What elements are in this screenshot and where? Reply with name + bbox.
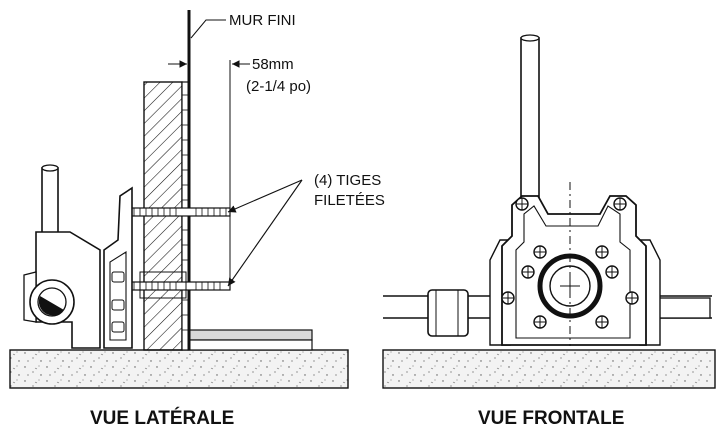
label-finished-wall: MUR FINI [229,12,296,29]
floor-slab [9,349,349,389]
floor-finish [187,329,313,341]
caption-front-view: VUE FRONTALE [478,408,624,429]
valve-body-side [23,164,133,349]
label-dimension-mm: 58mm [252,56,294,73]
side-view [9,10,349,389]
pipe-fitting-left [427,289,469,337]
floor-slab-front [382,349,716,389]
caption-side-view: VUE LATÉRALE [90,407,234,429]
label-dimension-in: (2-1/4 po) [246,78,311,95]
label-threaded-rods-1: (4) TIGES [314,172,381,189]
front-view [382,34,716,389]
mounting-screws [501,197,639,329]
label-threaded-rods-2: FILETÉES [314,192,385,209]
threaded-rod-upper [127,207,231,217]
